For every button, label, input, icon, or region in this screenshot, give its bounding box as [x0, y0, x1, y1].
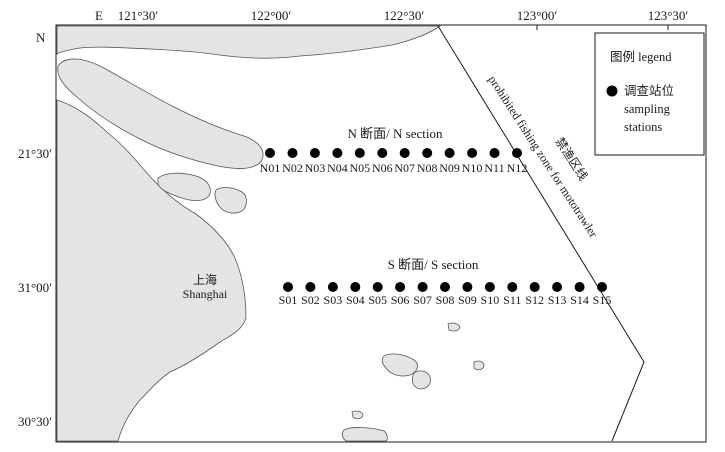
top-label-e: E — [95, 8, 103, 23]
city-name-cn: 上海 — [193, 272, 217, 287]
n-station-n11 — [489, 148, 500, 158]
s-station-s08 — [440, 282, 450, 292]
left-label-31-00: 31°00′ — [18, 280, 52, 295]
legend-item-en-1: sampling — [624, 102, 671, 116]
city-name-en: Shanghai — [183, 287, 228, 301]
s-station-label-s10: S10 — [481, 293, 500, 307]
n-station-n04 — [332, 148, 343, 158]
s-station-label-s11: S11 — [503, 293, 521, 307]
island-changxing — [157, 172, 211, 202]
n-station-label-n10: N10 — [462, 161, 483, 175]
n-station-label-n03: N03 — [305, 161, 326, 175]
s-station-s15 — [597, 282, 607, 292]
s-station-s04 — [350, 282, 361, 292]
s-station-s13 — [552, 282, 563, 292]
s-station-label-s09: S09 — [458, 293, 477, 307]
n-station-label-n01: N01 — [260, 161, 281, 175]
island-offshore-4 — [473, 360, 485, 371]
prohibited-zone-line — [437, 25, 645, 442]
s-station-s09 — [462, 282, 473, 292]
n-station-n06 — [377, 148, 388, 158]
island-offshore-1 — [381, 353, 418, 377]
legend-station-symbol — [606, 85, 618, 97]
n-station-label-n11: N11 — [484, 161, 504, 175]
n-station-label-n12: N12 — [507, 161, 528, 175]
s-section-title: S 断面/ S section — [388, 257, 479, 272]
s-station-label-s14: S14 — [570, 293, 589, 307]
top-label-123-00: 123°00′ — [517, 8, 558, 23]
s-station-label-s05: S05 — [368, 293, 387, 307]
n-station-label-n07: N07 — [394, 161, 415, 175]
s-station-label-s01: S01 — [279, 293, 298, 307]
s-station-s11 — [507, 282, 518, 292]
island-hengsha — [214, 187, 247, 214]
s-station-label-s06: S06 — [391, 293, 410, 307]
s-station-label-s08: S08 — [436, 293, 455, 307]
n-station-label-n09: N09 — [439, 161, 460, 175]
s-station-s06 — [395, 282, 406, 292]
left-label-21-30: 21°30′ — [18, 146, 52, 161]
legend-title: 图例 legend — [610, 50, 672, 64]
s-station-s12 — [529, 282, 540, 292]
n-station-n01 — [265, 148, 275, 158]
north-landmass — [56, 25, 442, 59]
n-section-title: N 断面/ N section — [348, 126, 443, 141]
legend: 图例 legend 调查站位 sampling stations — [594, 32, 705, 156]
n-station-n12 — [512, 148, 522, 158]
top-label-122-00: 122°00′ — [251, 8, 292, 23]
s-station-label-s02: S02 — [301, 293, 320, 307]
n-station-label-n02: N02 — [282, 161, 303, 175]
north-island — [57, 58, 264, 169]
s-station-label-s03: S03 — [324, 293, 343, 307]
s-station-label-s04: S04 — [346, 293, 365, 307]
n-station-n07 — [399, 148, 410, 158]
n-station-n05 — [354, 148, 365, 158]
s-station-s07 — [417, 282, 428, 292]
mainland-shanghai — [56, 99, 247, 442]
n-station-label-n05: N05 — [349, 161, 370, 175]
island-offshore-5 — [351, 410, 364, 420]
s-station-s05 — [372, 282, 383, 292]
s-station-s10 — [484, 282, 495, 292]
island-offshore-2 — [412, 370, 431, 390]
n-station-label-n04: N04 — [327, 161, 348, 175]
s-station-s14 — [574, 282, 585, 292]
legend-item-cn: 调查站位 — [624, 83, 674, 98]
n-station-n02 — [287, 148, 298, 158]
s-station-label-s07: S07 — [413, 293, 432, 307]
top-label-122-30: 122°30′ — [384, 8, 425, 23]
island-offshore-3 — [447, 322, 461, 332]
left-label-n: N — [36, 30, 46, 45]
top-label-121-30: 121°30′ — [118, 8, 159, 23]
s-station-s01 — [283, 282, 293, 292]
top-label-123-30: 123°30′ — [648, 8, 689, 23]
left-label-30-30: 30°30′ — [18, 414, 52, 429]
island-offshore-6 — [341, 427, 388, 442]
n-station-label-n08: N08 — [417, 161, 438, 175]
n-station-label-n06: N06 — [372, 161, 393, 175]
n-station-n09 — [444, 148, 455, 158]
legend-item-en-2: stations — [624, 120, 662, 134]
s-station-label-s15: S15 — [593, 293, 612, 307]
s-station-label-s12: S12 — [525, 293, 544, 307]
n-station-n03 — [309, 148, 320, 158]
s-station-s03 — [327, 282, 338, 292]
s-station-label-s13: S13 — [548, 293, 567, 307]
n-station-n10 — [467, 148, 478, 158]
n-station-n08 — [422, 148, 433, 158]
s-station-s02 — [305, 282, 316, 292]
